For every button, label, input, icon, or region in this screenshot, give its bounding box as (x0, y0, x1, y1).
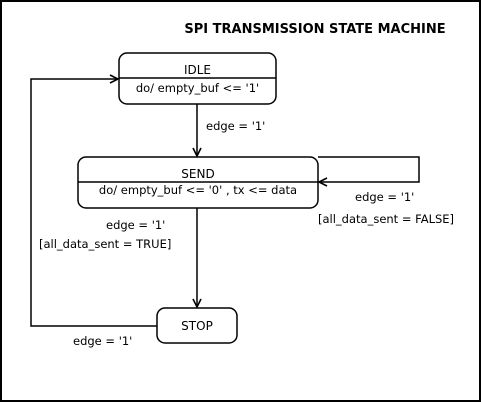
transition-send-self-arrow (318, 156, 420, 182)
transition-stop-to-idle-arrow (30, 79, 157, 327)
state-send-action: do/ empty_buf <= '0' , tx <= data (99, 183, 297, 197)
state-stop-name: STOP (181, 319, 213, 333)
diagram-title: SPI TRANSMISSION STATE MACHINE (184, 22, 445, 37)
state-stop[interactable]: STOP (156, 307, 238, 344)
transition-send-to-stop-guard: [all_data_sent = TRUE] (39, 237, 171, 251)
state-send[interactable]: SEND do/ empty_buf <= '0' , tx <= data (77, 156, 319, 209)
transition-send-self-guard: [all_data_sent = FALSE] (318, 212, 454, 226)
transition-send-self-event: edge = '1' (355, 190, 414, 204)
state-idle-name: IDLE (184, 63, 211, 77)
state-send-name: SEND (181, 167, 214, 181)
transition-send-to-stop-event: edge = '1' (106, 218, 165, 232)
transition-stop-to-idle-event: edge = '1' (73, 334, 132, 348)
state-idle-action: do/ empty_buf <= '1' (136, 81, 259, 95)
state-idle[interactable]: IDLE do/ empty_buf <= '1' (118, 52, 277, 105)
transition-idle-to-send-event: edge = '1' (206, 119, 265, 133)
